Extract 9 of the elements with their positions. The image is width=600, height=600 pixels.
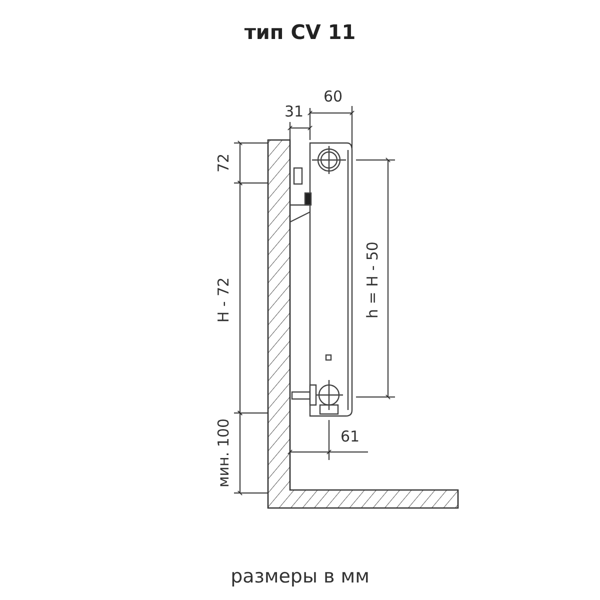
dimension-label: H - 72 [216, 277, 232, 323]
dimension-label: 72 [216, 153, 232, 173]
dimension-label: h = H - 50 [366, 242, 380, 318]
title: тип CV 11 [244, 22, 356, 42]
dimension-label: 31 [284, 104, 304, 120]
dimension-label: 60 [323, 90, 343, 104]
caption: размеры в мм [230, 568, 370, 586]
dimension-label: мин. 100 [216, 418, 232, 488]
dimension-label: 61 [340, 430, 360, 444]
